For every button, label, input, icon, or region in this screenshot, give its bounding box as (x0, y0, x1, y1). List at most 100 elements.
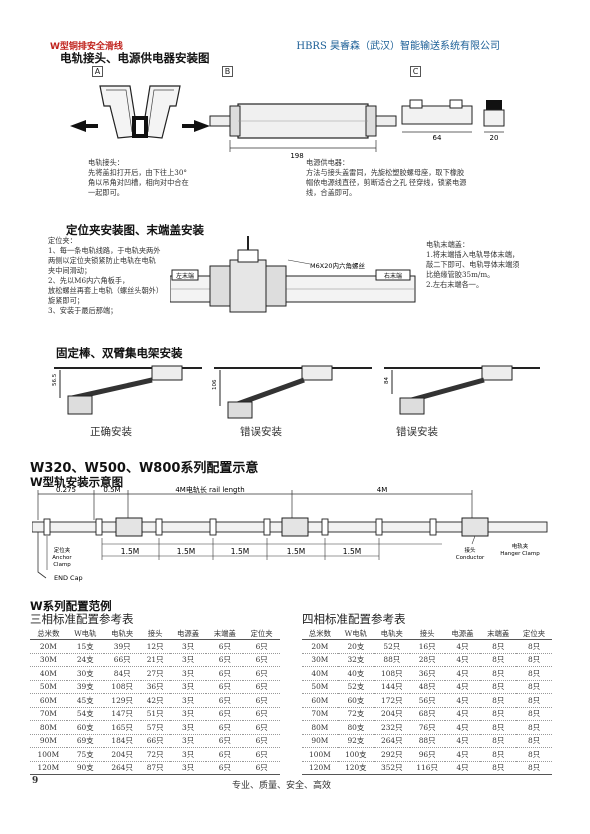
table-cell: 8只 (516, 680, 552, 694)
table-cell: 39支 (66, 680, 104, 694)
table-cell: 8只 (480, 707, 517, 721)
table-cell: 352只 (373, 761, 410, 775)
col-header: 总米数 (30, 627, 67, 640)
table-cell: 45支 (66, 693, 104, 708)
table-cell: 3只 (169, 720, 207, 735)
left-end-label: 左末端 (176, 272, 194, 280)
table-cell: 184只 (103, 734, 141, 748)
dim-0275: 0.275 (56, 486, 76, 494)
table-cell: 72只 (140, 747, 170, 762)
table-cell: 28只 (409, 653, 445, 667)
table-cell: 21只 (140, 653, 170, 667)
caption-correct: 正确安装 (90, 426, 132, 438)
table-cell: 4只 (444, 653, 481, 667)
table-cell: 100M (302, 747, 338, 762)
caption-wrong-2: 错误安装 (396, 426, 438, 438)
table-cell: 50M (30, 680, 67, 694)
dim-4m: 4M (377, 486, 388, 494)
table-cell: 30M (30, 653, 67, 667)
table-cell: 88只 (409, 734, 445, 748)
table-cell: 4只 (444, 707, 481, 721)
col-header: 接头 (140, 627, 170, 640)
col-header: W电轨 (66, 627, 104, 640)
table-cell: 147只 (103, 707, 141, 721)
table-cell: 144只 (373, 680, 410, 694)
label-conductor-cn: 接头 (464, 546, 476, 554)
note-joint-line: 角以吊角对凹槽，相向对中合在 (88, 178, 189, 187)
table-cell: 39只 (103, 639, 141, 654)
table-cell: 54支 (66, 707, 104, 721)
table-cell: 6只 (243, 639, 280, 654)
table-cell: 108只 (103, 680, 141, 694)
table-cell: 88只 (373, 653, 410, 667)
table-header-row: 总米数 W电轨 电轨夹 接头 电源盖 末端盖 定位夹 (302, 627, 552, 640)
label-anchor-cn: 定位夹 (54, 546, 71, 554)
col-header: 电轨夹 (103, 627, 141, 640)
table-cell: 264只 (373, 734, 410, 748)
table-cell: 66只 (103, 653, 141, 667)
table-cell: 76只 (409, 720, 445, 735)
three-phase-title: 三相标准配置参考表 (30, 612, 134, 626)
section-title-examples: W系列配置范例 (30, 599, 112, 613)
dim-198: 198 (290, 152, 303, 160)
table-cell: 6只 (206, 639, 244, 654)
label-hanger-cn: 电轨夹 (512, 542, 529, 550)
table-cell: 70M (30, 707, 67, 721)
table-cell: 8只 (516, 693, 552, 708)
collector-wrong-1: 106 (212, 365, 372, 419)
table-cell: 3只 (169, 734, 207, 748)
table-cell: 36只 (140, 680, 170, 694)
label-anchor-en: Anchor (52, 555, 72, 561)
table-cell: 8只 (516, 707, 552, 721)
table-cell: 8只 (480, 639, 517, 654)
caption-wrong-1: 错误安装 (240, 426, 282, 438)
note-power-line: 线，合盖即可。 (306, 188, 357, 197)
table-cell: 3只 (169, 707, 207, 721)
table-cell: 8只 (480, 680, 517, 694)
col-header: 总米数 (302, 627, 338, 640)
table-cell: 8只 (480, 761, 517, 775)
table-cell: 6只 (243, 761, 280, 775)
collector-correct: 56.5 (52, 365, 202, 415)
anchor-install-drawing: M6X20内六角螺丝 左末端 右末端 (170, 236, 416, 313)
note-joint-line: 电轨接头： (88, 158, 124, 167)
table-cell: 120支 (337, 761, 374, 775)
page-number: 9 (32, 776, 39, 786)
table-cell: 8只 (480, 666, 517, 681)
note-power-line: 帽依电源线直径，剪断适合之孔 径穿线，锁紧电源 (306, 178, 467, 187)
note-anchor-line: 1、每一条电轨线路，于电轨夹两外 (48, 246, 161, 255)
dim-4m-rail-length: 4M电轨长 rail length (175, 485, 244, 494)
note-anchor-line: 3、安装于最后那端； (48, 306, 118, 315)
table-cell: 15支 (66, 639, 104, 654)
table-cell: 50M (302, 680, 338, 694)
note-power-line: 电源供电器： (306, 158, 350, 167)
note-joint-line: 先将盖扣打开后，由下往上30° (88, 168, 187, 177)
table-cell: 116只 (409, 761, 445, 775)
note-power: 电源供电器： 方法与接头盖雷同，先旋松塑胶螺母座，取下橡胶 帽依电源线直径，剪断… (306, 158, 536, 198)
label-conductor-en: Conductor (456, 555, 485, 561)
table-cell: 57只 (140, 720, 170, 735)
table-cell: 165只 (103, 720, 141, 735)
table-cell: 27只 (140, 666, 170, 681)
joint-clamp-illustration (70, 85, 210, 139)
bolt-label: M6X20内六角螺丝 (310, 261, 365, 270)
note-endcap-line: 敲二下即可、电轨导体末端须 (426, 260, 520, 269)
note-endcap-line: 2.左右末端各一。 (426, 280, 484, 289)
dim-84: 84 (384, 377, 390, 384)
col-header: 电源盖 (444, 627, 481, 640)
table-cell: 6只 (243, 720, 280, 735)
table-cell: 52只 (373, 639, 410, 654)
label-anchor-clamp: Clamp (53, 562, 71, 568)
